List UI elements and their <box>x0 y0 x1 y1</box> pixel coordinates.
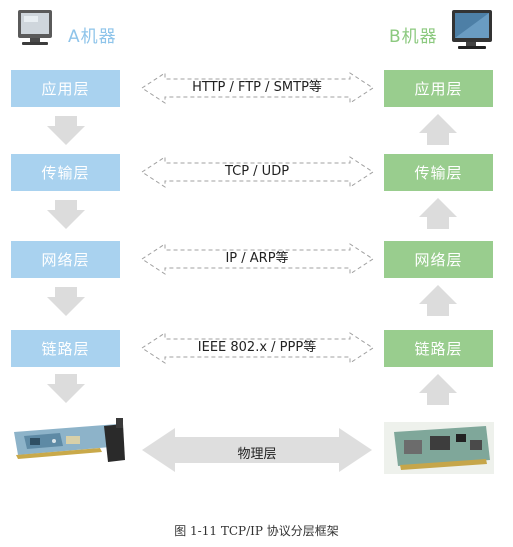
network-card-a-icon <box>14 418 125 462</box>
down-arrow-icon <box>47 287 85 316</box>
dashed-double-arrow-icon <box>141 72 374 104</box>
transport-protocols: TCP / UDP <box>224 164 290 179</box>
physical-layer-label: 物理层 <box>237 447 277 462</box>
a-transport-layer: 传输层 <box>11 154 120 191</box>
down-arrow-icon <box>47 116 85 145</box>
peer-connectors <box>141 72 374 364</box>
physical-double-arrow-icon <box>142 428 372 472</box>
network-protocols: IP / ARP等 <box>225 251 289 266</box>
dashed-double-arrow-icon <box>141 156 374 188</box>
a-network-layer: 网络层 <box>11 241 120 278</box>
computer-b-icon <box>452 10 492 49</box>
a-link-layer: 链路层 <box>11 330 120 367</box>
machine-b-title: B机器 <box>389 27 438 47</box>
b-link-layer: 链路层 <box>384 330 493 367</box>
b-transport-layer: 传输层 <box>384 154 493 191</box>
b-application-layer: 应用层 <box>384 70 493 107</box>
application-protocols: HTTP / FTP / SMTP等 <box>192 80 322 95</box>
up-arrow-icon <box>419 285 457 316</box>
up-arrow-icon <box>419 114 457 145</box>
network-card-b-icon <box>384 422 494 474</box>
down-arrow-icon <box>47 374 85 403</box>
link-protocols: IEEE 802.x / PPP等 <box>197 340 317 355</box>
machine-a-title: A机器 <box>68 27 117 47</box>
down-arrow-icon <box>47 200 85 229</box>
flow-arrows-b <box>419 114 457 405</box>
b-network-layer: 网络层 <box>384 241 493 278</box>
up-arrow-icon <box>419 198 457 229</box>
up-arrow-icon <box>419 374 457 405</box>
flow-arrows-a <box>47 116 85 403</box>
dashed-double-arrow-icon <box>141 243 374 275</box>
computer-a-icon <box>18 10 52 45</box>
dashed-double-arrow-icon <box>141 332 374 364</box>
a-application-layer: 应用层 <box>11 70 120 107</box>
figure-caption: 图 1-11 TCP/IP 协议分层框架 <box>174 524 339 538</box>
